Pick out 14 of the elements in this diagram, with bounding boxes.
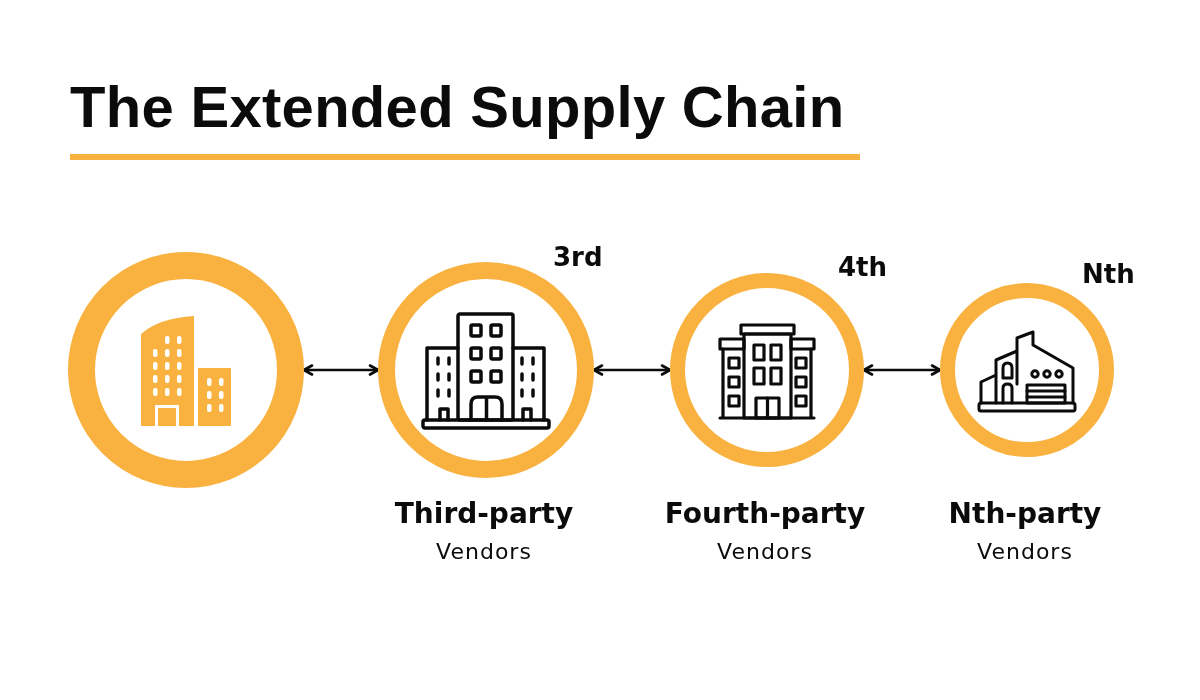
double-headed-arrow: [862, 364, 942, 376]
title: The Extended Supply Chain: [70, 74, 845, 141]
tier-label: 4th: [838, 252, 888, 283]
double-headed-arrow: [592, 364, 672, 376]
tier-label: 3rd: [553, 242, 603, 273]
tier-label: Nth: [1082, 259, 1135, 290]
double-headed-arrow: [302, 364, 380, 376]
node-heading: Third-party: [394, 497, 574, 531]
node-subtitle: Vendors: [717, 539, 813, 565]
node-heading: Nth-party: [948, 497, 1102, 531]
node-heading: Fourth-party: [664, 497, 866, 531]
node-subtitle: Vendors: [436, 539, 532, 565]
ring-node: [68, 252, 304, 488]
node-subtitle: Vendors: [977, 539, 1073, 565]
